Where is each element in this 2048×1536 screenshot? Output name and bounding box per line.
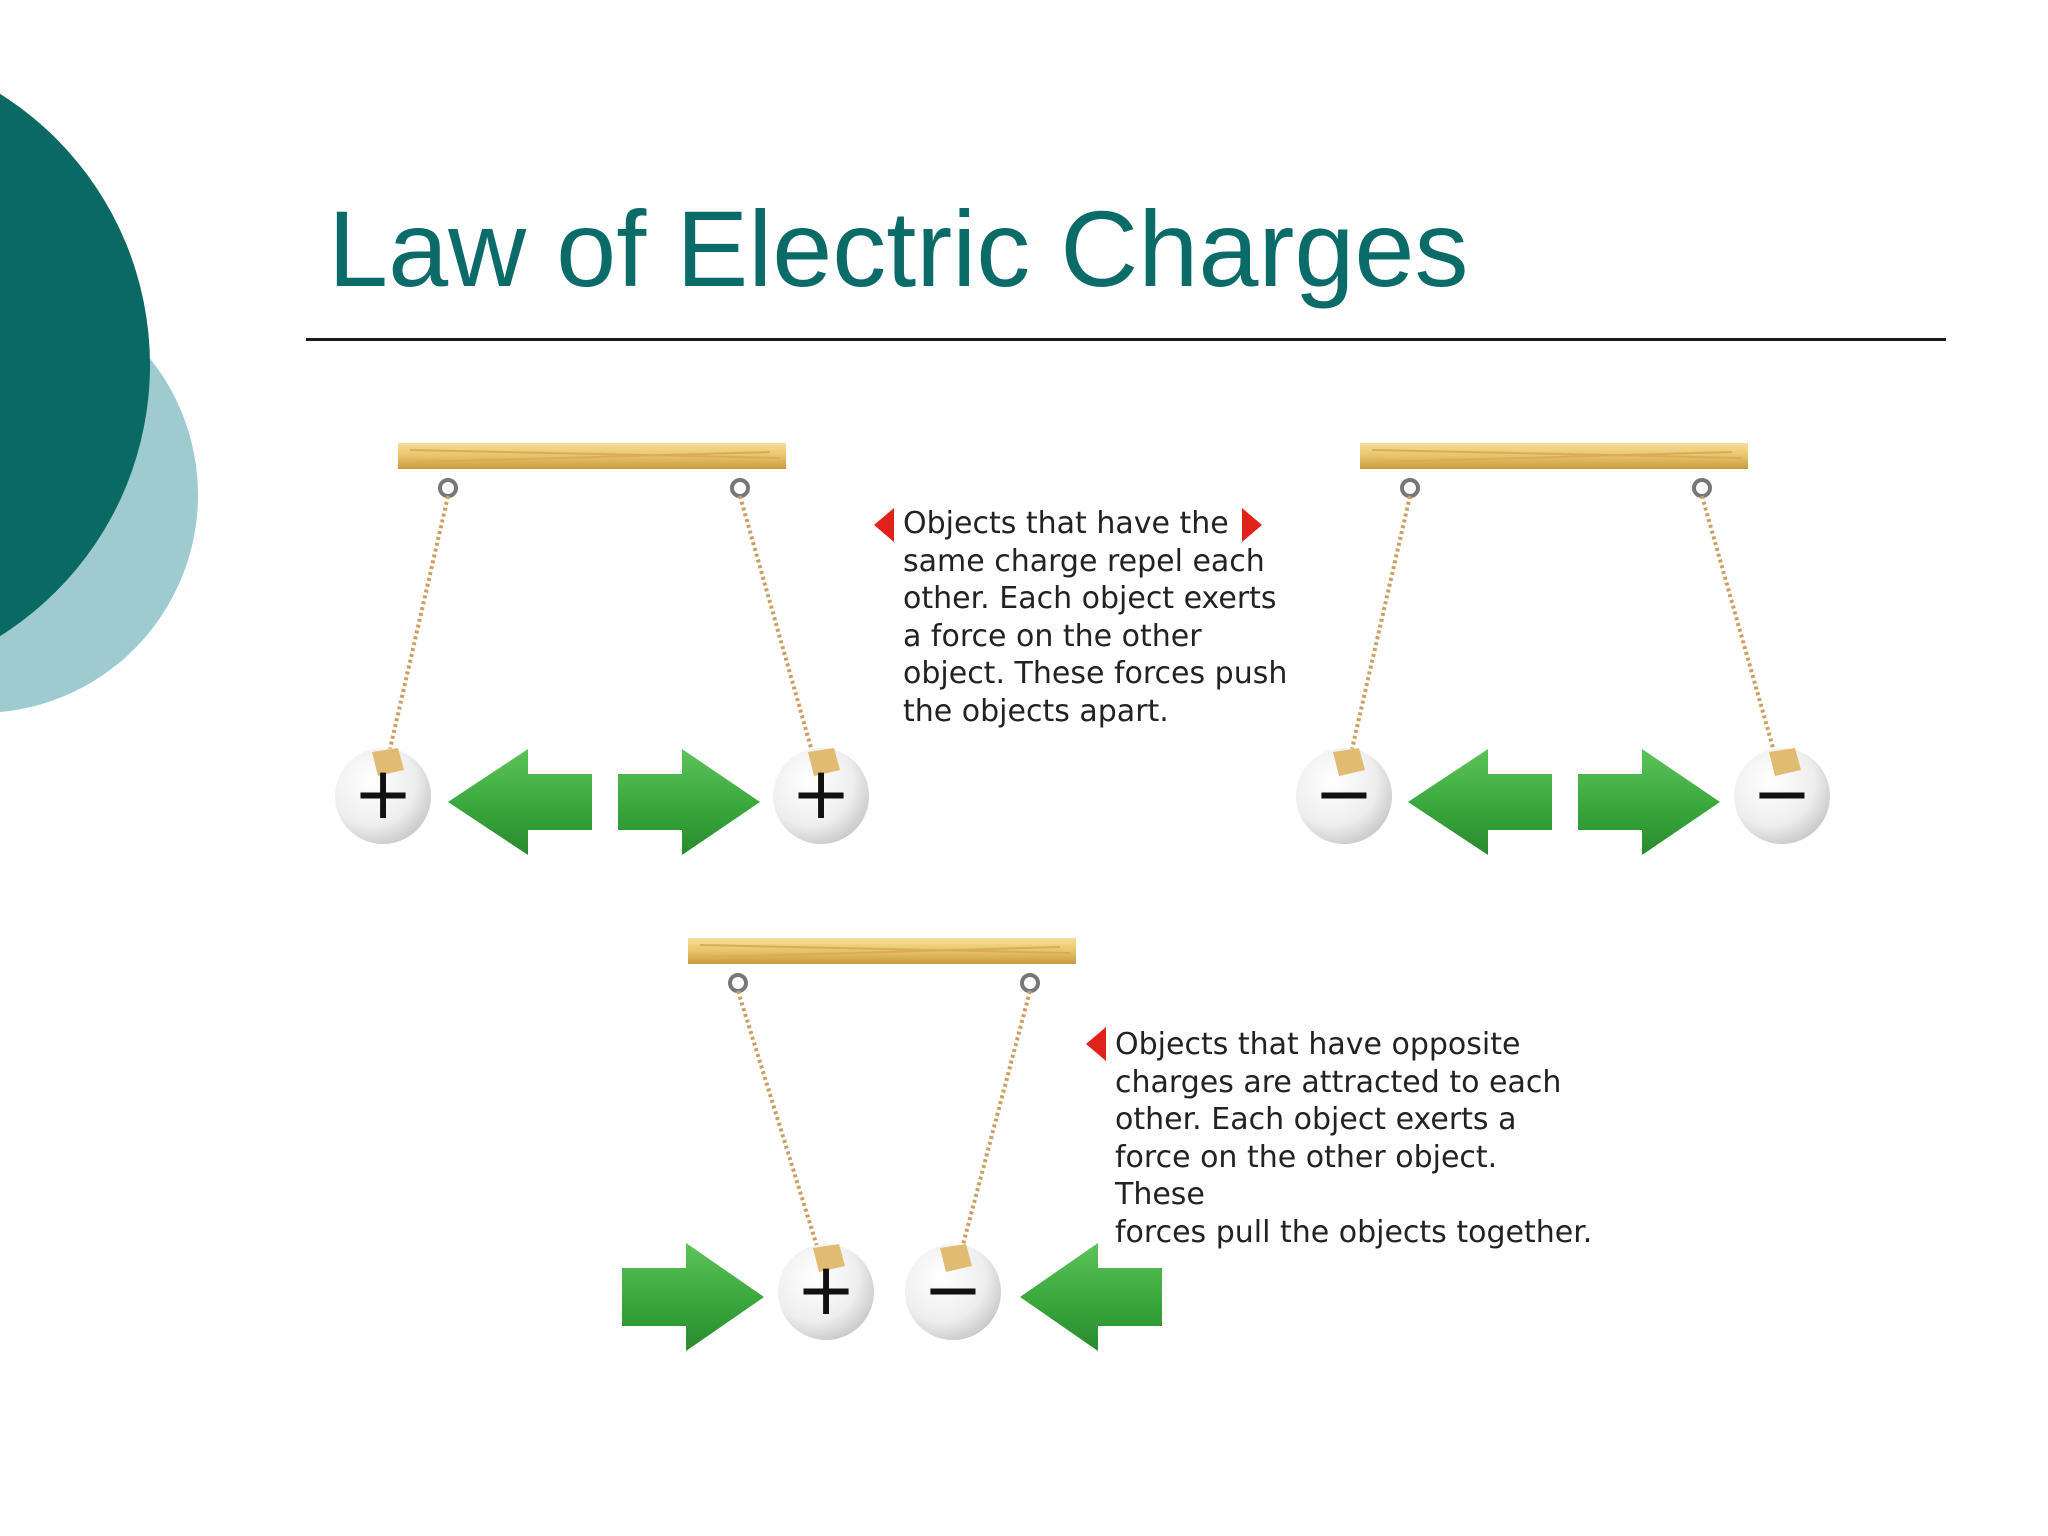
hook-icon bbox=[1020, 973, 1040, 993]
charge-sign: + bbox=[796, 1247, 856, 1331]
red-marker-right-icon bbox=[1242, 508, 1262, 542]
caption-repel: Objects that have the same charge repel … bbox=[903, 506, 1288, 729]
arrow-left-icon bbox=[1408, 749, 1552, 855]
charged-ball-right bbox=[1734, 748, 1830, 844]
decorative-circles bbox=[0, 93, 198, 713]
tape-icon bbox=[813, 1244, 845, 1272]
wood-grain bbox=[409, 449, 781, 463]
title-divider bbox=[306, 338, 1946, 341]
arrow-left-icon bbox=[1020, 1243, 1162, 1351]
charge-sign: + bbox=[791, 751, 851, 835]
string bbox=[736, 990, 822, 1257]
string bbox=[958, 990, 1032, 1257]
charged-ball-left bbox=[1296, 748, 1392, 844]
arrow-right-icon bbox=[622, 1243, 764, 1351]
tape-icon bbox=[808, 748, 840, 776]
caption-attract: Objects that have opposite charges are a… bbox=[1115, 1027, 1593, 1250]
tape-icon bbox=[372, 748, 404, 776]
arrow-left-icon bbox=[448, 749, 592, 855]
tape-icon bbox=[940, 1244, 972, 1272]
hook-icon bbox=[730, 478, 750, 498]
tape-icon bbox=[1769, 748, 1801, 776]
red-marker-left-icon bbox=[1086, 1027, 1106, 1061]
charge-sign: − bbox=[1314, 751, 1374, 835]
panel-attract: + − bbox=[622, 938, 1162, 1351]
slide-title: Law of Electric Charges bbox=[328, 188, 1469, 309]
charged-ball-left bbox=[778, 1244, 874, 1340]
string bbox=[1347, 495, 1412, 763]
panel-repel-positive: + + bbox=[335, 443, 869, 855]
wood-grain bbox=[699, 944, 1071, 958]
hook-icon bbox=[438, 478, 458, 498]
hook-icon bbox=[728, 973, 748, 993]
charged-ball-left bbox=[335, 748, 431, 844]
hook-icon bbox=[1400, 478, 1420, 498]
hook-icon bbox=[1692, 478, 1712, 498]
arrow-right-icon bbox=[618, 749, 760, 855]
charged-ball-right bbox=[773, 748, 869, 844]
charge-sign: − bbox=[1752, 751, 1812, 835]
charge-sign: + bbox=[353, 751, 413, 835]
string bbox=[385, 495, 450, 763]
arrow-right-icon bbox=[1578, 749, 1720, 855]
charge-sign: − bbox=[923, 1247, 983, 1331]
wood-grain bbox=[1371, 449, 1743, 463]
string bbox=[1700, 495, 1779, 763]
string bbox=[738, 495, 817, 763]
red-marker-left-icon bbox=[874, 508, 894, 542]
dark-teal-circle bbox=[0, 93, 150, 637]
charged-ball-right bbox=[905, 1244, 1001, 1340]
panel-repel-negative: − − bbox=[1296, 443, 1830, 855]
tape-icon bbox=[1333, 748, 1365, 776]
